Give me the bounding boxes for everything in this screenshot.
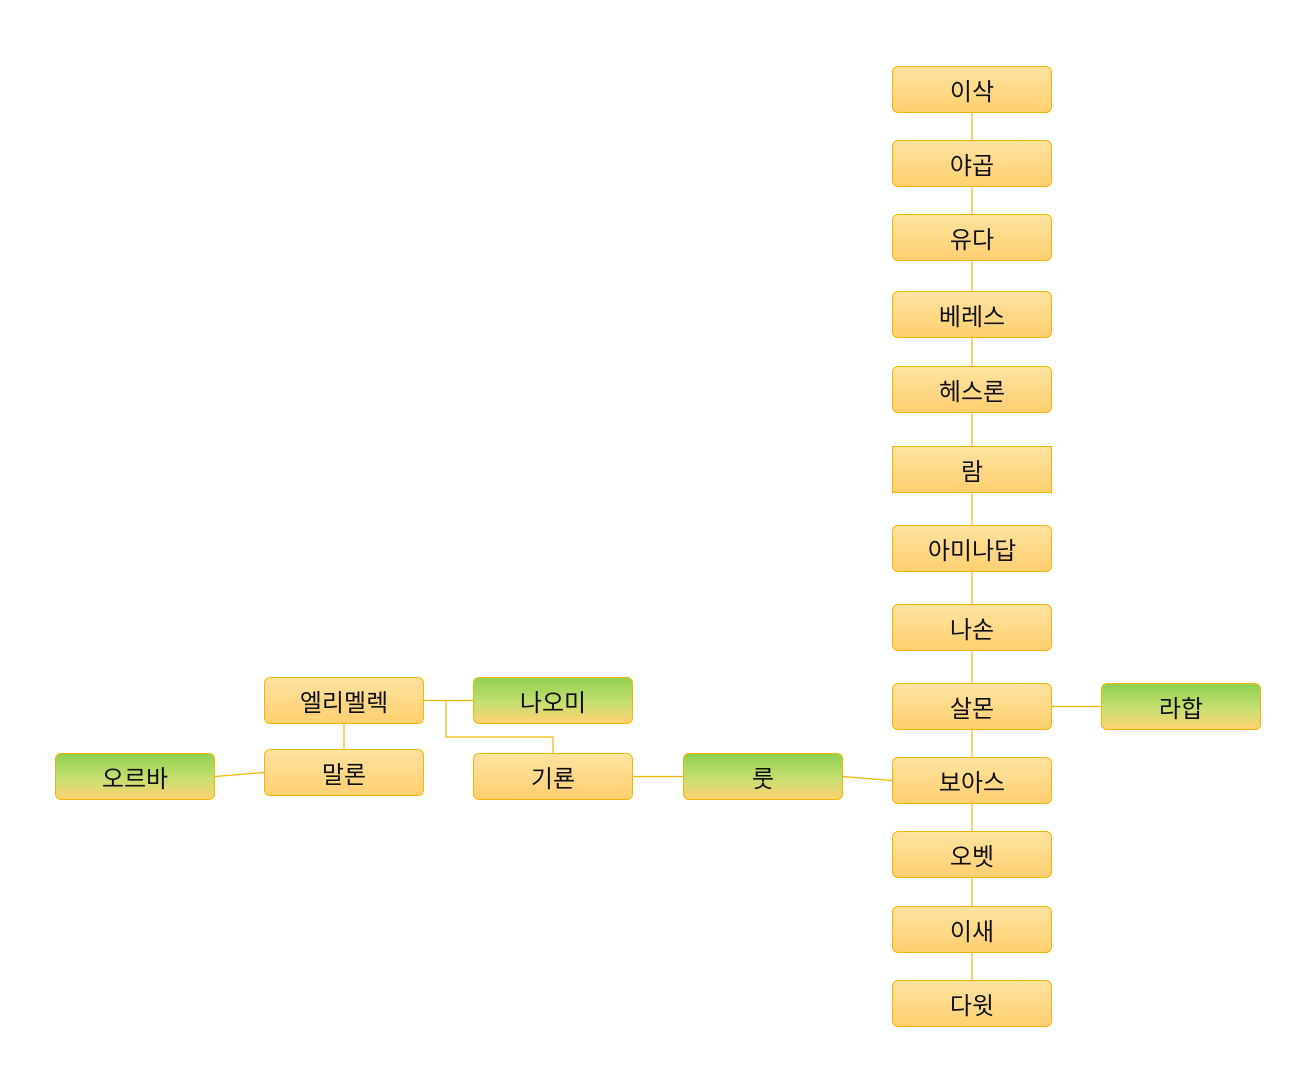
node-elimelech[interactable]: 엘리멜렉 xyxy=(264,677,424,724)
link-mahlon-orpah xyxy=(214,771,265,778)
node-mahlon[interactable]: 말론 xyxy=(264,749,424,796)
node-ruth[interactable]: 룻 xyxy=(683,753,843,800)
node-salmon[interactable]: 살몬 xyxy=(892,683,1052,730)
node-ram[interactable]: 람 xyxy=(892,446,1052,493)
node-hezron[interactable]: 헤스론 xyxy=(892,366,1052,413)
node-rahab[interactable]: 라합 xyxy=(1101,683,1261,730)
node-jacob[interactable]: 야곱 xyxy=(892,140,1052,187)
link-boaz-ruth xyxy=(842,775,893,782)
node-amminadab[interactable]: 아미나답 xyxy=(892,525,1052,572)
node-nahshon[interactable]: 나손 xyxy=(892,604,1052,651)
node-judah[interactable]: 유다 xyxy=(892,214,1052,261)
node-isaac[interactable]: 이삭 xyxy=(892,66,1052,113)
node-david[interactable]: 다윗 xyxy=(892,980,1052,1027)
node-naomi[interactable]: 나오미 xyxy=(473,677,633,724)
node-jesse[interactable]: 이새 xyxy=(892,906,1052,953)
node-perez[interactable]: 베레스 xyxy=(892,291,1052,338)
node-chilion[interactable]: 기룐 xyxy=(473,753,633,800)
node-obed[interactable]: 오벳 xyxy=(892,831,1052,878)
node-boaz[interactable]: 보아스 xyxy=(892,757,1052,804)
node-orpah[interactable]: 오르바 xyxy=(55,753,215,800)
